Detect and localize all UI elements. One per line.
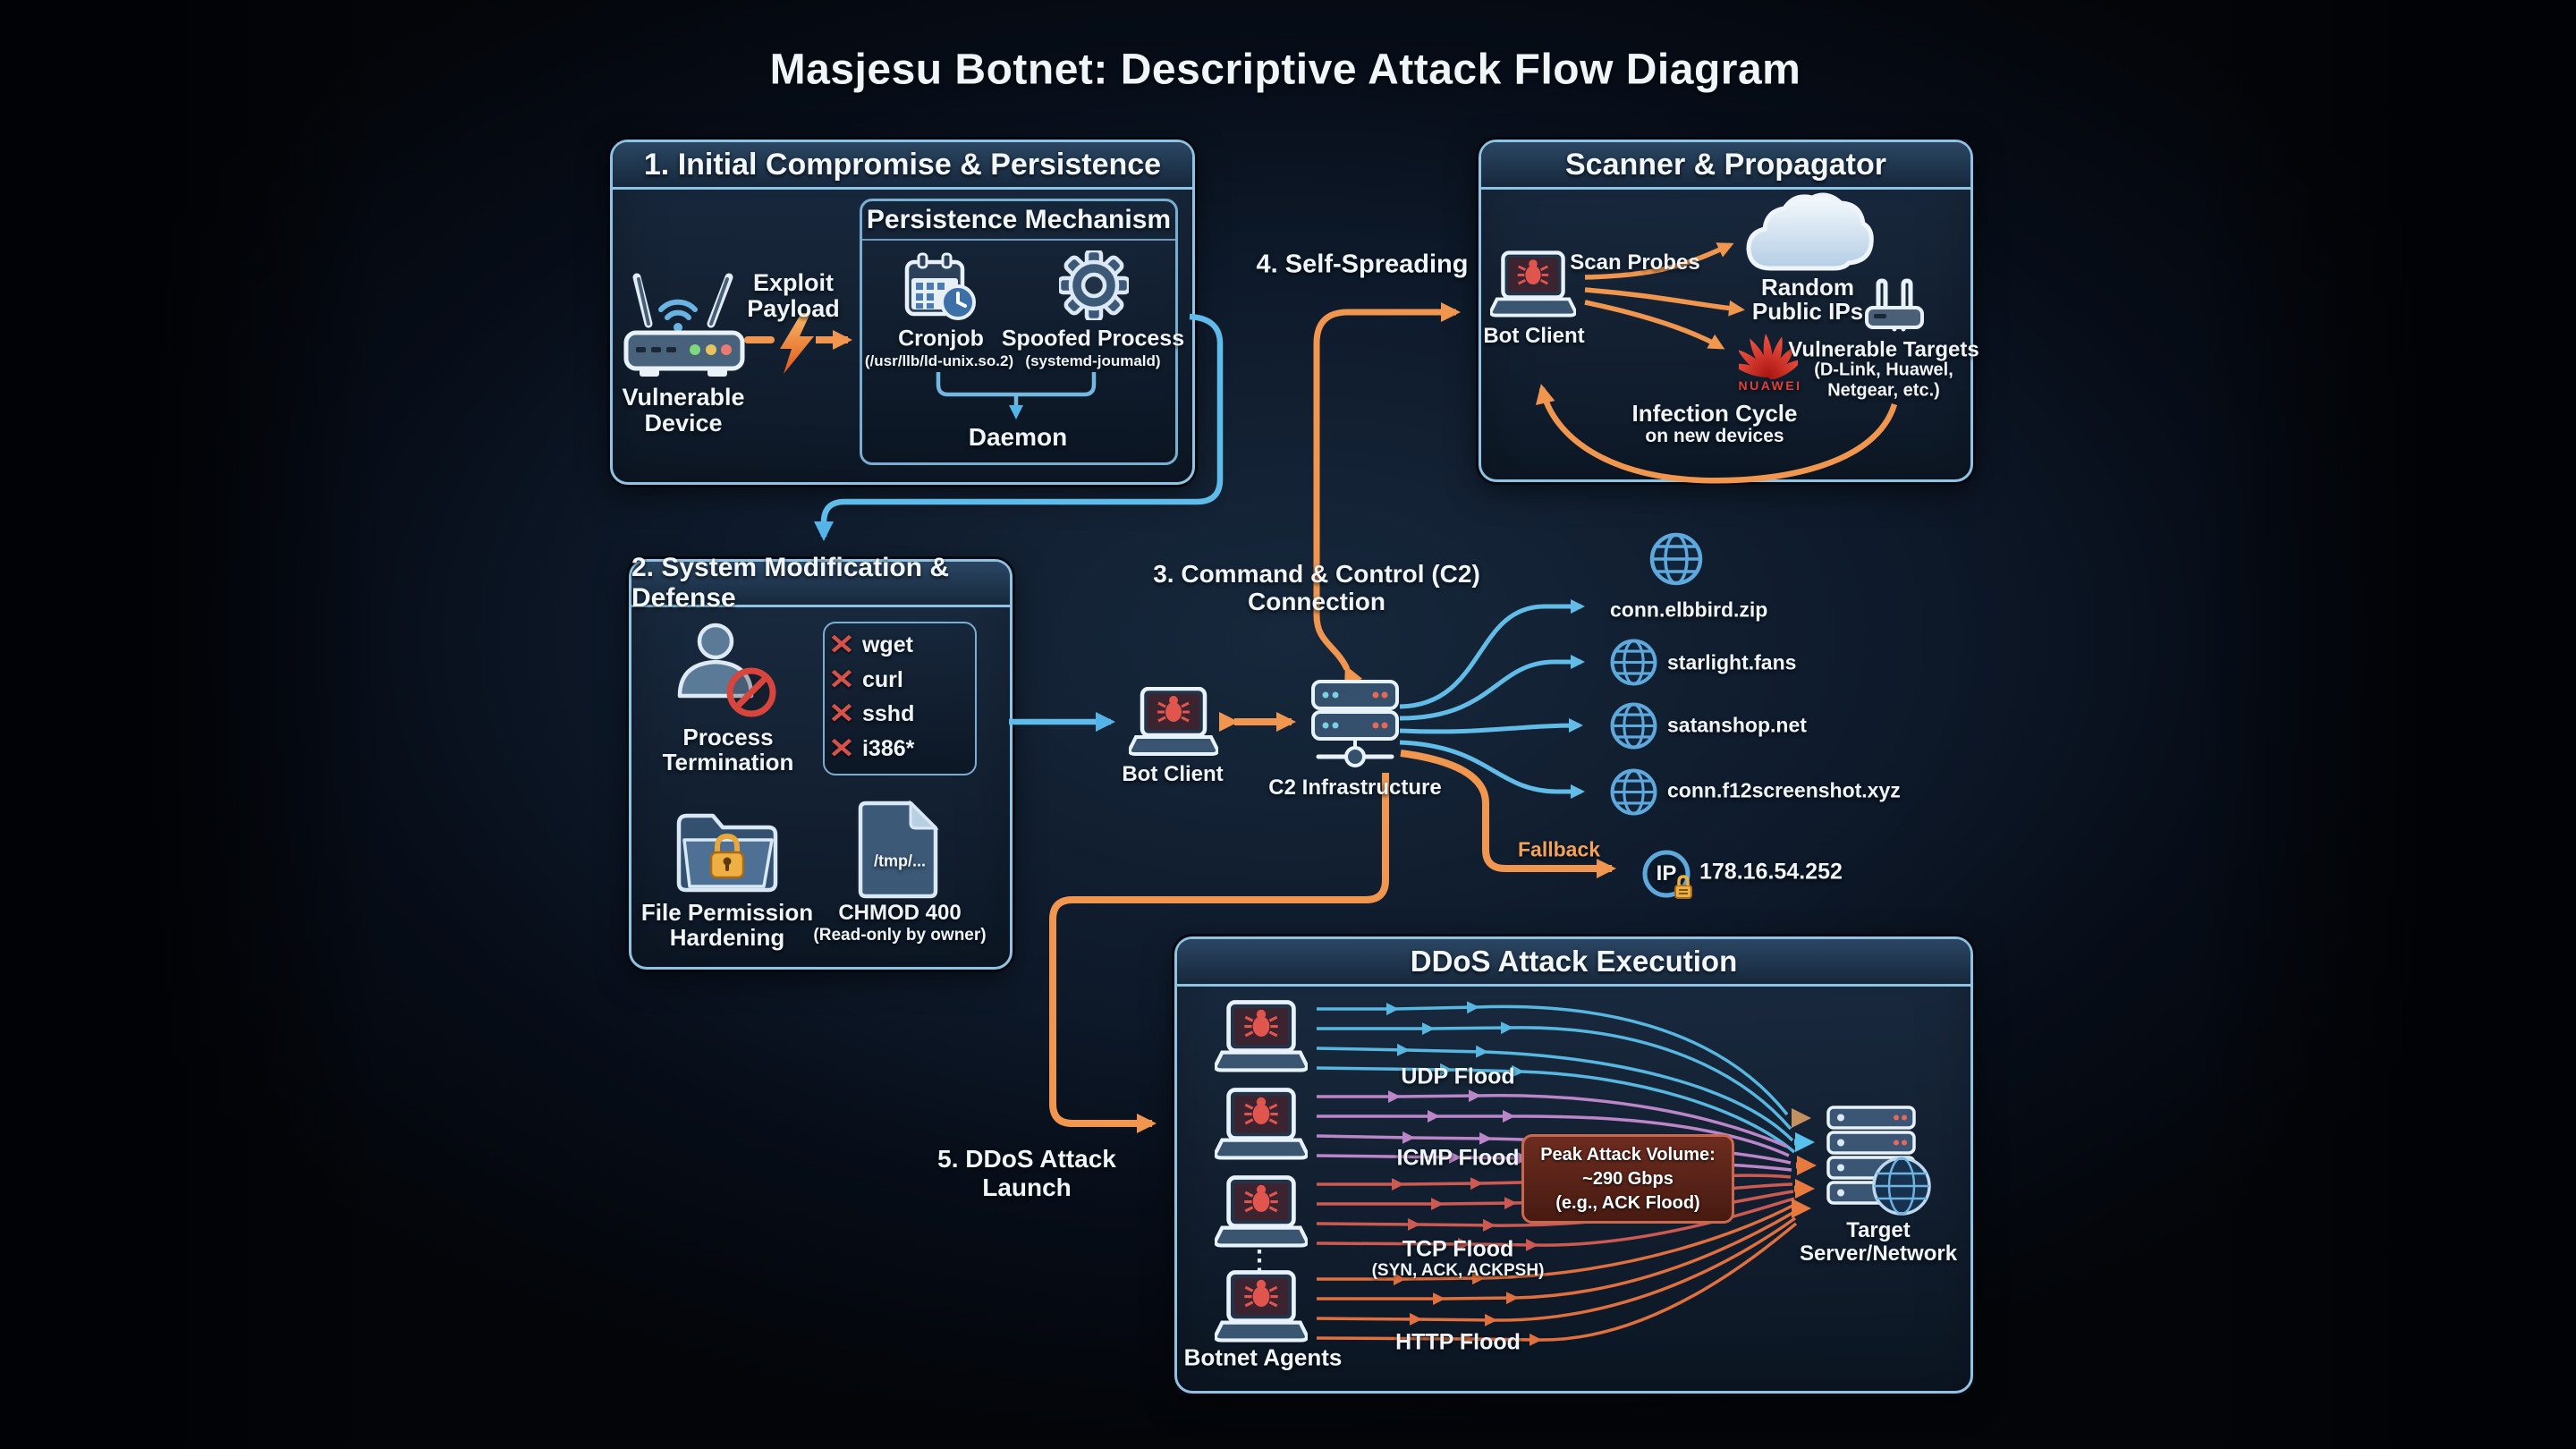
flow-c2-domain-3 [1399,718,1583,734]
botnet-agent-laptop-icon [1213,1000,1309,1075]
spoofed-process-label: Spoofed Process [1001,326,1185,352]
http-flood-label: HTTP Flood [1395,1329,1521,1355]
persistence-mechanism-header: Persistence Mechanism [862,201,1175,241]
target-server-icon [1825,1106,1932,1218]
domain-label: satanshop.net [1667,713,1807,737]
panel-scanner-header: Scanner & Propagator [1481,142,1970,190]
blocked-commands-box [823,622,977,775]
x-icon: ✕ [828,733,855,764]
right-vignette [2191,0,2576,1449]
ip-badge-text: IP [1656,861,1677,886]
huawei-logo-icon [1731,331,1803,380]
botclient-laptop-icon [1127,686,1220,758]
cronjob-label: Cronjob [898,326,984,352]
ddos-launch-label: 5. DDoS Attack Launch [937,1145,1116,1201]
lightning-bolt-icon [775,313,819,376]
tmp-path-label: /tmp/... [874,852,926,870]
left-vignette [0,0,385,1449]
file-permission-label: File Permission Hardening [640,899,814,951]
cronjob-path-label: (/usr/llb/ld-unix.so.2) [864,352,1014,369]
self-spreading-label: 4. Self-Spreading [1256,250,1469,279]
fallback-ip-address: 178.16.54.252 [1699,859,1843,885]
cloud-icon [1741,190,1875,275]
fallback-label: Fallback [1517,837,1601,861]
c2-connection-title: 3. Command & Control (C2) Connection [1153,560,1480,615]
botnet-agent-laptop-icon [1213,1088,1309,1163]
target-router-icon [1864,277,1925,335]
globe-icon [1648,531,1704,587]
vulnerable-device-label: Vulnerable Device [622,384,745,436]
blocked-command-row: ✕curl [828,664,903,695]
flow-c2-domain-2 [1399,655,1585,721]
c2-server-icon [1311,678,1399,771]
globe-icon [1609,638,1658,687]
tmp-file-icon [857,800,941,902]
x-icon: ✕ [828,664,855,695]
daemon-label: Daemon [968,423,1068,451]
domain-label: conn.elbbird.zip [1610,597,1768,622]
globe-icon [1609,767,1658,817]
domain-label: conn.f12screenshot.xyz [1667,778,1901,802]
scan-probes-label: Scan Probes [1570,250,1700,275]
blocked-command-row: ✕wget [828,629,913,660]
blocked-command-row: ✕sshd [828,698,915,729]
target-server-label: Target Server/Network [1799,1218,1958,1266]
peak-attack-callout: Peak Attack Volume: ~290 Gbps (e.g., ACK… [1521,1134,1734,1224]
gear-icon [1056,248,1131,323]
globe-icon [1609,701,1658,750]
chmod-label: CHMOD 400 (Read-only by owner) [813,901,987,945]
router-icon [622,268,747,383]
agents-ellipsis: ⋮ [1246,1246,1273,1275]
process-termination-label: Process Termination [662,724,794,775]
scanner-botclient-laptop-icon [1488,250,1578,320]
page-title: Masjesu Botnet: Descriptive Attack Flow … [769,46,1801,94]
x-icon: ✕ [828,698,855,729]
vulnerable-targets-label: Vulnerable Targets (D-Link, Huawel, Netg… [1788,337,1979,401]
tcp-flood-sub-label: (SYN, ACK, ACKPSH) [1371,1261,1545,1280]
file-permission-folder-icon [674,802,781,895]
panel-system-modification-header: 2. System Modification & Defense [631,553,1010,613]
botnet-agents-label: Botnet Agents [1183,1343,1343,1371]
infection-cycle-label: Infection Cycle on new devices [1631,400,1798,446]
ip-address-icon [1641,850,1695,903]
process-termination-icon [673,619,778,719]
blocked-command-row: ✕i386* [828,733,915,764]
botnet-agent-laptop-icon [1213,1270,1309,1345]
flow-self-spreading [1313,302,1461,688]
udp-flood-label: UDP Flood [1401,1063,1515,1089]
c2-infrastructure-label: C2 Infrastructure [1268,775,1442,800]
c2-bot-client-label: Bot Client [1122,762,1224,786]
panel-initial-compromise-header: 1. Initial Compromise & Persistence [613,142,1192,190]
tcp-flood-label: TCP Flood [1402,1236,1514,1262]
flow-c2-domain-1 [1399,599,1585,709]
panel-ddos-header: DDoS Attack Execution [1177,939,1970,987]
exploit-payload-label: Exploit Payload [747,269,840,322]
scanner-bot-client-label: Bot Client [1483,324,1585,348]
random-public-ips-label: Random Public IPs [1751,274,1864,325]
x-icon: ✕ [828,629,855,660]
calendar-clock-icon [903,251,979,326]
domain-label: starlight.fans [1667,650,1797,674]
spoofed-process-sub-label: (systemd-joumald) [1025,352,1161,369]
icmp-flood-label: ICMP Flood [1396,1145,1520,1171]
botnet-agent-laptop-icon [1213,1175,1309,1250]
